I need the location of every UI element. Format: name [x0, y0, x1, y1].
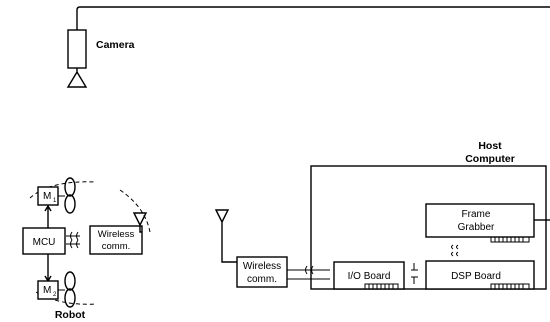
io-board-connector [364, 283, 399, 290]
dsp-board-connector [490, 283, 530, 290]
robot-mcu: MCU [22, 227, 66, 255]
frame-grabber: Frame Grabber [425, 203, 535, 243]
io-board: I/O Board [333, 261, 405, 290]
host-title-line2: Computer [465, 153, 515, 165]
frame-grabber-box [425, 203, 535, 238]
host-antenna-icon [214, 209, 237, 263]
camera-body [67, 29, 87, 69]
host-wireless-box [236, 256, 288, 288]
motor-bottom-subscript: 2 [53, 292, 57, 298]
host-wireless-line1: Wireless [243, 261, 281, 272]
robot-outline [29, 181, 151, 305]
robot-antenna-icon [132, 212, 148, 233]
robot-wireless-line2: comm. [102, 241, 131, 252]
camera-cable [76, 6, 550, 30]
io-board-label: I/O Board [348, 271, 391, 282]
host-wireless-module: Wireless comm. [214, 209, 288, 288]
camera: Camera [66, 29, 135, 88]
motor-top-subscript: 1 [53, 198, 57, 204]
motor-top-label: M [43, 191, 51, 202]
frame-grabber-line2: Grabber [458, 222, 495, 233]
mcu-to-motor-bottom-arrow [44, 254, 52, 283]
robot-wireless-box [89, 225, 143, 255]
dsp-board-label: DSP Board [451, 271, 501, 282]
robot-wireless-module: Wireless comm. [89, 212, 148, 255]
mcu-to-motor-top-arrow [44, 204, 52, 228]
frame-grabber-line1: Frame [462, 209, 491, 220]
robot-motor-top: M 1 [37, 177, 76, 214]
robot-wireless-line1: Wireless [98, 229, 135, 240]
wireless-to-io-link [287, 265, 330, 280]
mcu-label: MCU [33, 237, 56, 248]
dsp-board: DSP Board [425, 260, 535, 290]
frame-grabber-connector [490, 236, 530, 243]
mcu-box [22, 227, 66, 255]
propeller-top-upper [64, 177, 76, 197]
host-title-line1: Host [478, 140, 502, 152]
motor-bottom-label: M [43, 285, 51, 296]
propeller-top-lower [64, 194, 76, 214]
bus-gap-frame-dsp [451, 244, 459, 257]
host-wireless-line2: comm. [247, 274, 277, 285]
propeller-bottom-upper [64, 271, 76, 291]
propeller-bottom-lower [64, 288, 76, 308]
camera-label: Camera [96, 39, 135, 51]
robot-bus-gap [66, 231, 80, 249]
bus-gap-io-dsp [411, 263, 418, 284]
camera-lens-icon [66, 68, 88, 88]
robot-motor-bottom: M 2 [37, 271, 76, 308]
robot-label: Robot [55, 309, 86, 321]
